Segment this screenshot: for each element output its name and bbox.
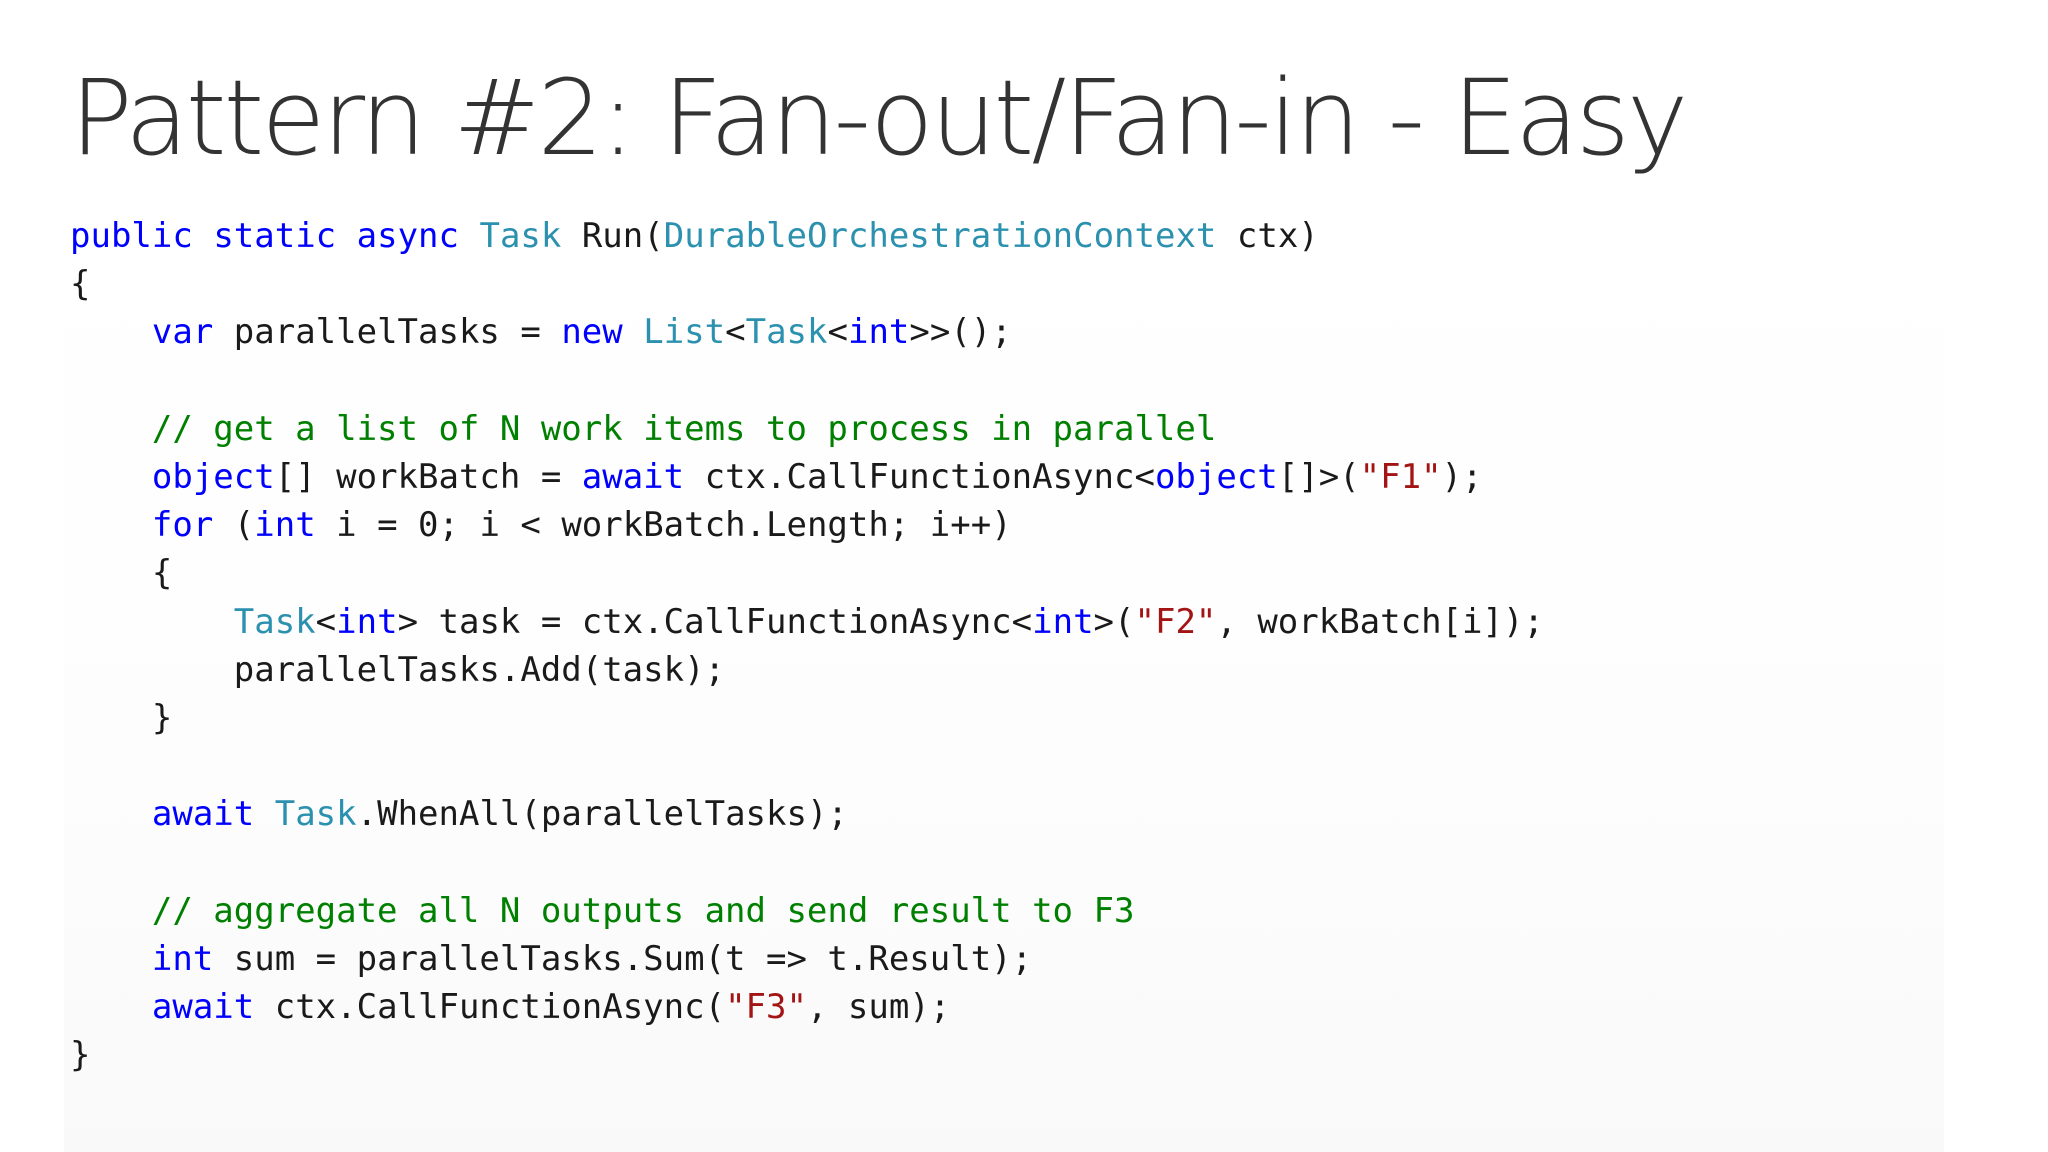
code-token-keyword: await (151, 794, 255, 835)
code-token-string: "F1" (1359, 456, 1442, 497)
code-line: for (int i = 0; i < workBatch.Length; i+… (70, 501, 1544, 549)
code-token-plain (70, 409, 152, 449)
code-token-plain: sum = parallelTasks.Sum(t => t.Result); (213, 938, 1033, 979)
code-token-type: Task (745, 312, 828, 353)
code-token-plain: > task = ctx.CallFunctionAsync< (397, 601, 1033, 642)
code-line: object[] workBatch = await ctx.CallFunct… (70, 453, 1544, 501)
code-token-plain: [] workBatch = (274, 456, 582, 497)
code-line: // aggregate all N outputs and send resu… (70, 887, 1544, 935)
code-token-plain (336, 216, 356, 256)
slide-title: Pattern #2: Fan-out/Fan-in - Easy (70, 57, 1688, 179)
code-token-plain: Run( (561, 216, 664, 256)
code-token-keyword: object (151, 456, 275, 497)
code-token-type: Task (233, 601, 316, 642)
code-line: Task<int> task = ctx.CallFunctionAsync<i… (70, 598, 1544, 646)
code-token-comment: // aggregate all N outputs and send resu… (151, 890, 1135, 931)
code-token-type: DurableOrchestrationContext (663, 216, 1217, 256)
code-token-plain: ctx.CallFunctionAsync< (684, 456, 1155, 497)
code-token-plain: } (70, 697, 173, 738)
code-token-keyword: static (213, 216, 337, 256)
code-line: var parallelTasks = new List<Task<int>>(… (70, 308, 1544, 356)
code-token-type: Task (479, 216, 562, 256)
code-token-plain (254, 794, 274, 834)
code-token-plain: []>( (1277, 456, 1360, 497)
code-token-keyword: object (1154, 456, 1278, 497)
code-line: { (70, 549, 1544, 597)
code-line (70, 838, 1544, 886)
code-token-keyword: new (561, 312, 623, 353)
code-line: } (70, 694, 1544, 742)
code-token-plain: parallelTasks = (213, 312, 562, 353)
code-token-plain: parallelTasks.Add(task); (70, 649, 726, 690)
code-token-plain (70, 939, 152, 979)
code-token-keyword: for (151, 505, 214, 546)
code-token-comment: // get a list of N work items to process… (151, 408, 1217, 449)
code-line: await ctx.CallFunctionAsync("F3", sum); (70, 983, 1544, 1031)
code-token-plain (70, 312, 152, 352)
code-token-plain (623, 312, 643, 352)
code-token-plain (70, 505, 152, 545)
code-token-plain: , workBatch[i]); (1216, 601, 1544, 642)
code-token-plain: < (827, 312, 848, 353)
code-panel (64, 206, 1944, 1152)
code-token-plain: i = 0; i < workBatch.Length; i++) (315, 505, 1012, 546)
code-token-keyword: await (151, 987, 255, 1027)
code-token-plain: .WhenAll(parallelTasks); (356, 794, 848, 835)
code-token-type: List (643, 312, 726, 353)
code-token-plain: ); (1441, 456, 1483, 497)
code-token-plain: { (70, 553, 173, 594)
code-token-plain (70, 987, 152, 1027)
code-token-plain (70, 602, 234, 642)
code-token-plain (70, 794, 152, 834)
code-token-keyword: var (151, 312, 214, 353)
code-token-plain: < (725, 312, 746, 353)
code-line: // get a list of N work items to process… (70, 405, 1544, 453)
code-token-plain: ( (213, 505, 255, 546)
code-token-keyword: int (1032, 601, 1094, 642)
code-line: int sum = parallelTasks.Sum(t => t.Resul… (70, 935, 1544, 983)
code-token-plain: ctx.CallFunctionAsync( (254, 987, 726, 1027)
code-token-keyword: int (151, 938, 214, 979)
code-line (70, 742, 1544, 790)
code-line: public static async Task Run(DurableOrch… (70, 212, 1544, 260)
code-token-string: "F3" (725, 987, 807, 1027)
code-token-keyword: public (70, 216, 193, 256)
code-token-plain (70, 891, 152, 931)
code-token-keyword: async (356, 216, 459, 256)
code-line (70, 357, 1544, 405)
code-token-plain (459, 216, 479, 256)
code-block: public static async Task Run(DurableOrch… (70, 212, 1544, 1079)
code-line: parallelTasks.Add(task); (70, 646, 1544, 694)
code-token-plain: ctx) (1216, 216, 1319, 256)
code-token-plain: >( (1093, 601, 1135, 642)
code-token-plain: } (70, 1035, 91, 1076)
code-line: { (70, 260, 1544, 308)
code-token-plain: , sum); (806, 987, 951, 1027)
code-token-plain: < (315, 601, 337, 642)
code-token-keyword: int (336, 601, 398, 642)
code-token-string: "F2" (1134, 601, 1217, 642)
code-line: } (70, 1031, 1544, 1079)
code-token-plain: >>(); (909, 312, 1012, 353)
code-token-keyword: int (254, 505, 316, 546)
code-token-keyword: int (847, 312, 910, 353)
code-token-plain (70, 457, 152, 497)
code-token-plain: { (70, 264, 91, 305)
code-token-plain (193, 216, 213, 256)
code-token-type: Task (274, 794, 357, 835)
code-token-keyword: await (581, 456, 685, 497)
code-line: await Task.WhenAll(parallelTasks); (70, 790, 1544, 838)
